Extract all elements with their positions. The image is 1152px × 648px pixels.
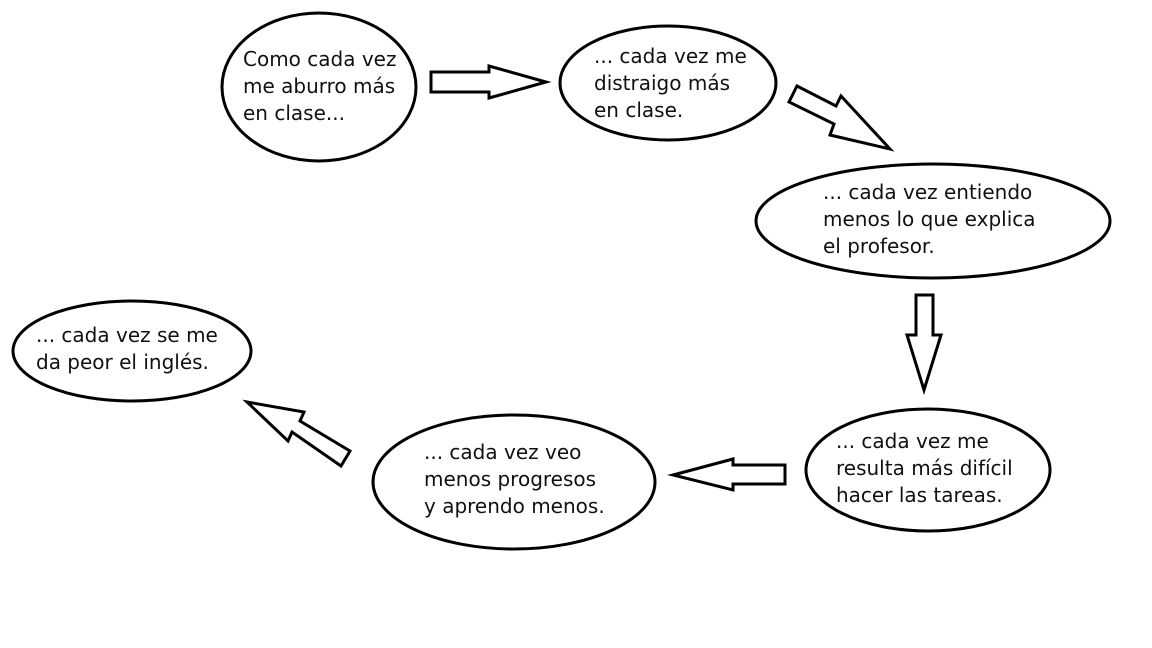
node-aburro-line-2: me aburro más bbox=[243, 74, 395, 98]
node-entiendo-text: ... cada vez entiendo menos lo que expli… bbox=[823, 180, 1042, 258]
arrow-n3-to-n4 bbox=[904, 293, 944, 396]
arrow-n5-to-n6 bbox=[242, 399, 353, 469]
node-tareas-line-1: ... cada vez me bbox=[836, 429, 989, 453]
node-tareas: ... cada vez me resulta más difícil hace… bbox=[804, 407, 1052, 533]
node-aburro: Como cada vez me aburro más en clase... bbox=[220, 11, 418, 163]
node-tareas-line-2: resulta más difícil bbox=[836, 456, 1013, 480]
node-progresos-line-2: menos progresos bbox=[424, 467, 596, 491]
node-entiendo: ... cada vez entiendo menos lo que expli… bbox=[754, 162, 1112, 280]
node-progresos-line-1: ... cada vez veo bbox=[424, 440, 581, 464]
node-progresos-line-3: y aprendo menos. bbox=[424, 494, 605, 518]
node-distraigo-line-2: distraigo más bbox=[594, 71, 730, 95]
node-aburro-line-1: Como cada vez bbox=[243, 47, 396, 71]
node-entiendo-line-2: menos lo que explica bbox=[823, 207, 1036, 231]
node-ingles-line-2: da peor el inglés. bbox=[36, 350, 209, 374]
node-distraigo-line-3: en clase. bbox=[594, 98, 683, 122]
arrow-n1-to-n2 bbox=[429, 64, 552, 100]
node-distraigo: ... cada vez me distraigo más en clase. bbox=[558, 24, 778, 142]
node-tareas-text: ... cada vez me resulta más difícil hace… bbox=[836, 429, 1019, 507]
node-aburro-ellipse bbox=[220, 11, 418, 163]
node-aburro-text: Como cada vez me aburro más en clase... bbox=[243, 47, 403, 125]
node-entiendo-line-3: el profesor. bbox=[823, 234, 935, 258]
node-distraigo-ellipse bbox=[558, 24, 778, 142]
node-progresos-ellipse bbox=[371, 413, 657, 551]
node-tareas-line-3: hacer las tareas. bbox=[836, 483, 1003, 507]
node-ingles: ... cada vez se me da peor el inglés. bbox=[11, 299, 253, 403]
node-ingles-line-1: ... cada vez se me bbox=[36, 323, 218, 347]
node-progresos: ... cada vez veo menos progresos y apren… bbox=[371, 413, 657, 551]
node-entiendo-ellipse bbox=[754, 162, 1112, 280]
node-tareas-ellipse bbox=[804, 407, 1052, 533]
node-ingles-text: ... cada vez se me da peor el inglés. bbox=[36, 323, 224, 374]
node-distraigo-text: ... cada vez me distraigo más en clase. bbox=[594, 44, 753, 122]
node-aburro-line-3: en clase... bbox=[243, 101, 345, 125]
node-progresos-text: ... cada vez veo menos progresos y apren… bbox=[424, 440, 605, 518]
node-distraigo-line-1: ... cada vez me bbox=[594, 44, 747, 68]
node-entiendo-line-1: ... cada vez entiendo bbox=[823, 180, 1032, 204]
node-ingles-ellipse bbox=[11, 299, 253, 403]
arrow-n4-to-n5 bbox=[667, 457, 787, 492]
arrow-n2-to-n3 bbox=[786, 83, 895, 152]
